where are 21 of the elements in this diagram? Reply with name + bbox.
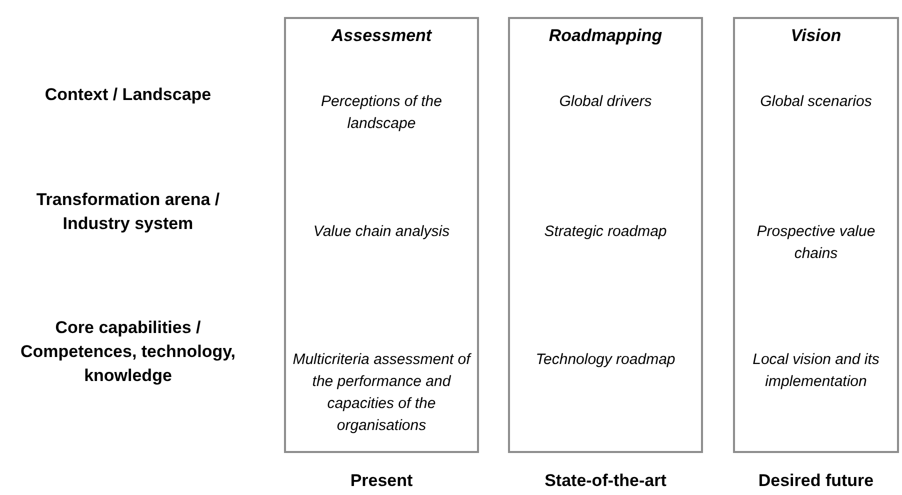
column-footer: Desired future (723, 470, 902, 492)
column-footer: Present (274, 470, 489, 492)
column-box (284, 17, 479, 453)
column-heading: Roadmapping (548, 25, 664, 47)
cell-text: Multicriteria assessment of the performance and capacities of the organisations (292, 350, 471, 436)
cell-text: Prospective value chains (756, 222, 876, 264)
column-box (733, 17, 899, 453)
row-label: Context / Landscape (44, 84, 212, 106)
column-heading: Vision (790, 25, 842, 47)
column-heading: Assessment (330, 25, 433, 47)
cell-text: Perceptions of the landscape (320, 92, 443, 134)
column-footer: State-of-the-art (498, 470, 713, 492)
row-label: Core capabilities / Competences, technology, knowledge (19, 317, 237, 387)
cell-text: Value chain analysis (312, 222, 451, 242)
cell-text: Local vision and its implementation (752, 350, 880, 392)
cell-text: Global drivers (558, 92, 653, 112)
cell-text: Technology roadmap (534, 350, 676, 370)
cell-text: Strategic roadmap (543, 222, 668, 242)
cell-text: Global scenarios (759, 92, 873, 112)
column-box (508, 17, 703, 453)
row-label: Transformation arena / Industry system (35, 189, 221, 235)
